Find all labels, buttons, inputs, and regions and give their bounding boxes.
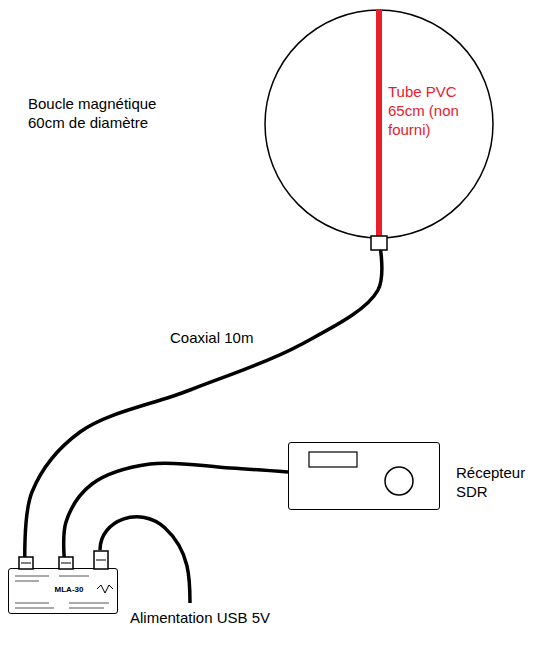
- print-mark: [15, 581, 39, 582]
- display-window: [309, 452, 357, 467]
- plug: [19, 557, 33, 569]
- loop-ring: [265, 10, 493, 238]
- preamp-box: MLA-30: [8, 568, 118, 614]
- cable-label: Coaxial 10m: [168, 328, 255, 347]
- pvc-tube: [376, 9, 382, 237]
- feed-connector: [371, 236, 387, 250]
- print-mark: [69, 608, 104, 609]
- sdr-receiver-shape: [289, 443, 439, 509]
- magnetic-loop: Boucle magnétique 60cm de diamètreTube P…: [264, 8, 494, 240]
- power-label: Alimentation USB 5V: [130, 608, 320, 627]
- print-mark: [69, 603, 109, 604]
- print-symbol: [97, 585, 113, 593]
- magnetic-loop-shape: [264, 8, 494, 240]
- sdr-receiver: Récepteur SDR: [288, 442, 440, 510]
- tube-label: Tube PVC 65cm (non fourni): [388, 82, 483, 139]
- plug-ridge: [21, 563, 31, 564]
- tuning-knob: [385, 467, 413, 495]
- cable-label-holder: Coaxial 10m: [168, 328, 255, 347]
- tube-label-holder: Tube PVC 65cm (non fourni): [388, 82, 483, 139]
- receiver-label: Récepteur SDR: [456, 463, 546, 501]
- print-mark: [15, 603, 49, 604]
- receiver-cable: [64, 463, 288, 568]
- print-mark: [15, 576, 49, 577]
- loop-heading: Boucle magnétique 60cm de diamètre: [28, 94, 178, 132]
- model-label-holder: MLA-30: [39, 585, 99, 595]
- loop-heading-holder: Boucle magnétique 60cm de diamètre: [28, 94, 178, 132]
- coaxial-cable: [25, 240, 382, 568]
- print-mark: [15, 608, 54, 609]
- model-label: MLA-30: [39, 585, 99, 595]
- print-mark: [59, 576, 89, 577]
- plug: [59, 557, 73, 569]
- receiver-label-holder: Récepteur SDR: [456, 463, 546, 501]
- plug-ridge: [96, 560, 106, 561]
- power-label-holder: Alimentation USB 5V: [130, 608, 320, 627]
- plug-ridge: [61, 563, 71, 564]
- plug: [94, 551, 108, 569]
